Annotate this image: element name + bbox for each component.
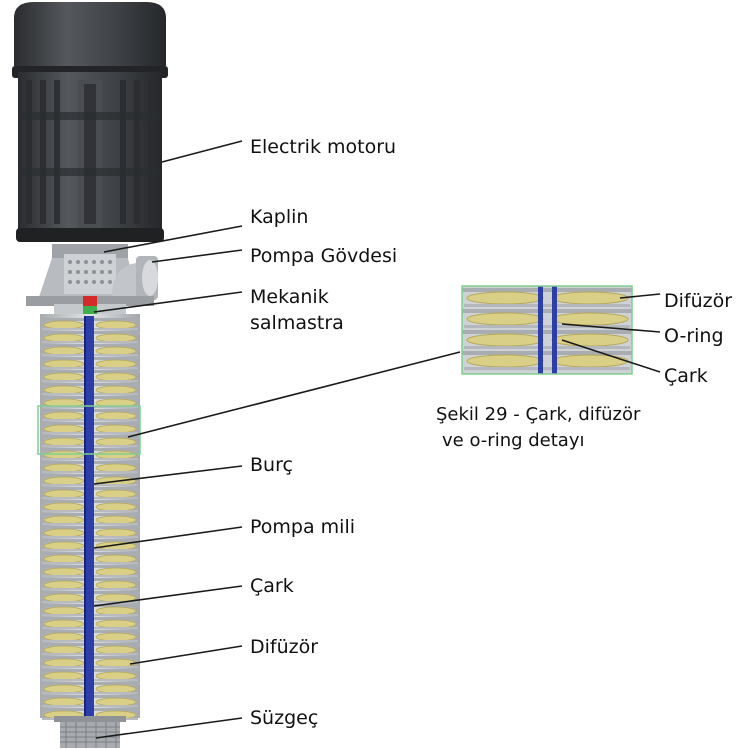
electric-motor xyxy=(12,2,168,242)
label-electric-motor: Electrik motoru xyxy=(250,136,397,158)
leader-motor xyxy=(161,140,243,163)
pump-shaft xyxy=(86,316,94,716)
pump-column xyxy=(40,314,140,720)
leader-pump-body xyxy=(151,249,243,263)
leader-strainer xyxy=(95,717,243,739)
detail-label-impeller: Çark xyxy=(664,365,708,387)
detail-stage xyxy=(462,330,632,349)
label-impeller: Çark xyxy=(250,575,294,597)
leader-lines xyxy=(93,140,661,739)
leader-coupling xyxy=(103,225,243,253)
label-mech-seal-2: salmastra xyxy=(250,312,344,334)
strainer xyxy=(54,716,126,748)
label-coupling: Kaplin xyxy=(250,206,309,228)
detail-stage xyxy=(462,351,632,370)
figure-caption-line2: ve o-ring detayı xyxy=(442,430,585,451)
leader-shaft xyxy=(93,526,243,549)
detail-label-diffuser: Difüzör xyxy=(664,290,733,312)
detail-source-box xyxy=(37,405,141,455)
label-bushing: Burç xyxy=(250,454,293,476)
leader-impeller xyxy=(93,585,243,607)
detail-inset xyxy=(461,285,633,375)
leader-diffuser xyxy=(129,645,243,665)
label-mech-seal-1: Mekanik xyxy=(250,286,329,308)
label-strainer: Süzgeç xyxy=(250,707,319,729)
leader-detail xyxy=(127,351,461,438)
label-pump-body: Pompa Gövdesi xyxy=(250,245,398,267)
figure-caption-line1: Şekil 29 - Çark, difüzör xyxy=(436,404,641,425)
leader-detail-diffuser xyxy=(619,293,661,299)
leader-detail-oring xyxy=(561,323,661,333)
label-pump-shaft: Pompa mili xyxy=(250,516,356,538)
leader-bushing xyxy=(93,465,243,485)
leader-detail-impeller xyxy=(561,339,661,373)
detail-label-oring: O-ring xyxy=(664,325,724,347)
label-diffuser: Difüzör xyxy=(250,636,319,658)
leader-seal xyxy=(93,291,243,313)
